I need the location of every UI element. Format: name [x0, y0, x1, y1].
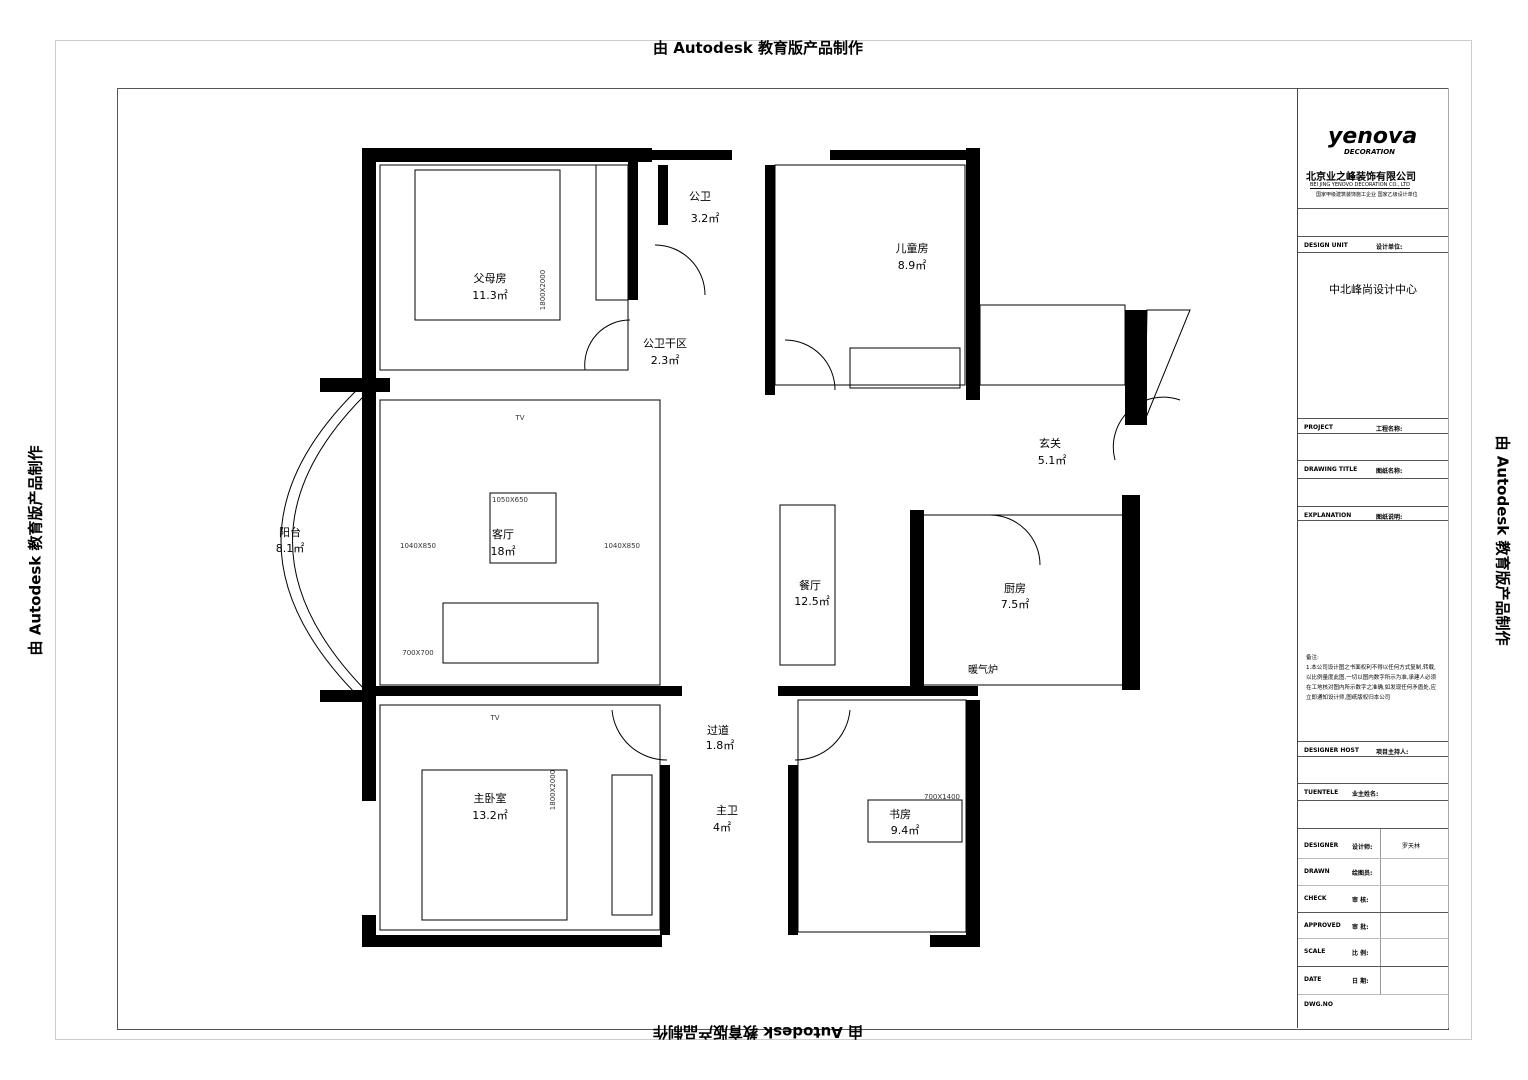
designer-label: DESIGNER [1304, 842, 1339, 849]
note: 备注: 1.本公司设计图之书面权利不得以任何方式复制,转载,以比例量度此图,一切以… [1306, 653, 1440, 703]
sofa-size-label: 1040X850 [400, 542, 436, 550]
drawing-title-cn: 图纸名称: [1376, 468, 1403, 475]
tuentele-label: TUENTELE [1304, 789, 1339, 796]
watermark-top: 由 Autodesk 教育版产品制作 [653, 39, 864, 57]
company-name: 北京业之峰装饰有限公司 [1306, 172, 1416, 183]
sofa-size-label: 1040X850 [604, 542, 640, 550]
room-area: 18㎡ [491, 545, 516, 558]
title-block: yenova DECORATION 北京业之峰装饰有限公司 BEI JING Y… [1297, 88, 1449, 1028]
design-unit-label: DESIGN UNIT [1304, 242, 1348, 249]
room-area: 12.5㎡ [794, 595, 830, 608]
sheet-border [55, 40, 1472, 1040]
desk-size-label: 700X1400 [924, 793, 960, 801]
room-name: 过道 [707, 723, 729, 737]
room-area: 3.2㎡ [691, 212, 720, 225]
tv-label: TV [489, 714, 499, 722]
walls [320, 148, 1147, 947]
room-name: 玄关 [1039, 436, 1061, 450]
table-size-label: 1050X650 [492, 496, 528, 504]
scale-label: SCALE [1304, 948, 1326, 955]
explanation-cn: 图纸说明: [1376, 514, 1403, 521]
room-area: 1.8㎡ [706, 739, 735, 752]
room-name: 公卫 [689, 190, 711, 203]
approved-label: APPROVED [1304, 922, 1341, 929]
tv-label: TV [514, 414, 524, 422]
check-label: CHECK [1304, 895, 1327, 902]
room-area: 9.4㎡ [891, 824, 920, 837]
room-area: 5.1㎡ [1038, 454, 1067, 467]
designer-host-label: DESIGNER HOST [1304, 747, 1359, 754]
designer-name: 罗天林 [1402, 843, 1421, 850]
company-logo: yenova [1328, 124, 1418, 149]
room-name: 厨房 [1004, 582, 1026, 595]
check-cn: 审 核: [1352, 897, 1369, 904]
room-outlines [280, 164, 1191, 933]
room-name: 餐厅 [799, 578, 821, 592]
project-label: PROJECT [1304, 424, 1333, 431]
scale-cn: 比 例: [1352, 950, 1369, 957]
fixture-labels: TV TV 700X1400 1050X650 1040X850 1040X850 7… [400, 270, 960, 810]
tea-table-size-label: 700X700 [402, 649, 434, 657]
designer-cn: 设计师: [1352, 844, 1373, 851]
room-area: 8.1㎡ [276, 542, 305, 555]
explanation-label: EXPLANATION [1304, 512, 1352, 519]
bed-size-label: 1800X2000 [549, 770, 557, 810]
note-text: 1.本公司设计图之书面权利不得以任何方式复制,转载,以比例量度此图,一切以图内数… [1306, 665, 1436, 701]
design-unit-value: 中北峰尚设计中心 [1329, 283, 1417, 296]
drawn-cn: 绘图员: [1352, 870, 1373, 877]
room-name: 书房 [889, 808, 911, 821]
room-area: 11.3㎡ [472, 289, 508, 302]
date-label: DATE [1304, 976, 1322, 983]
room-name: 父母房 [474, 272, 507, 285]
company-tagline: 国家甲级建筑装饰施工企业 国家乙级设计单位 [1316, 192, 1418, 198]
approved-cn: 审 批: [1352, 924, 1369, 931]
company-name-en: BEI JING YENOVO DECORATION CO., LTD [1310, 182, 1410, 189]
room-area: 8.9㎡ [898, 259, 927, 272]
dwg-no-label: DWG.NO [1304, 1001, 1333, 1008]
room-name: 阳台 [279, 525, 301, 539]
room-name: 儿童房 [896, 241, 929, 255]
tuentele-cn: 业主姓名: [1352, 791, 1379, 798]
heater-label: 暖气炉 [968, 663, 998, 676]
room-area: 13.2㎡ [472, 809, 508, 822]
date-cn: 日 期: [1352, 978, 1369, 985]
design-unit-cn: 设计单位: [1376, 244, 1403, 251]
room-area: 4㎡ [713, 821, 731, 834]
logo-subtitle: DECORATION [1344, 148, 1396, 156]
note-title: 备注: [1306, 655, 1319, 661]
room-name: 主卧室 [474, 791, 507, 805]
room-name: 客厅 [492, 527, 514, 541]
room-area: 7.5㎡ [1001, 598, 1030, 611]
room-name: 公卫干区 [643, 337, 687, 350]
drawing-title-label: DRAWING TITLE [1304, 466, 1358, 473]
room-area: 2.3㎡ [651, 354, 680, 367]
project-cn: 工程名称: [1376, 426, 1403, 433]
designer-host-cn: 项目主持人: [1376, 749, 1409, 756]
drawn-label: DRAWN [1304, 868, 1330, 875]
bed-size-label: 1800X2000 [539, 270, 547, 310]
room-name: 主卫 [716, 804, 738, 817]
